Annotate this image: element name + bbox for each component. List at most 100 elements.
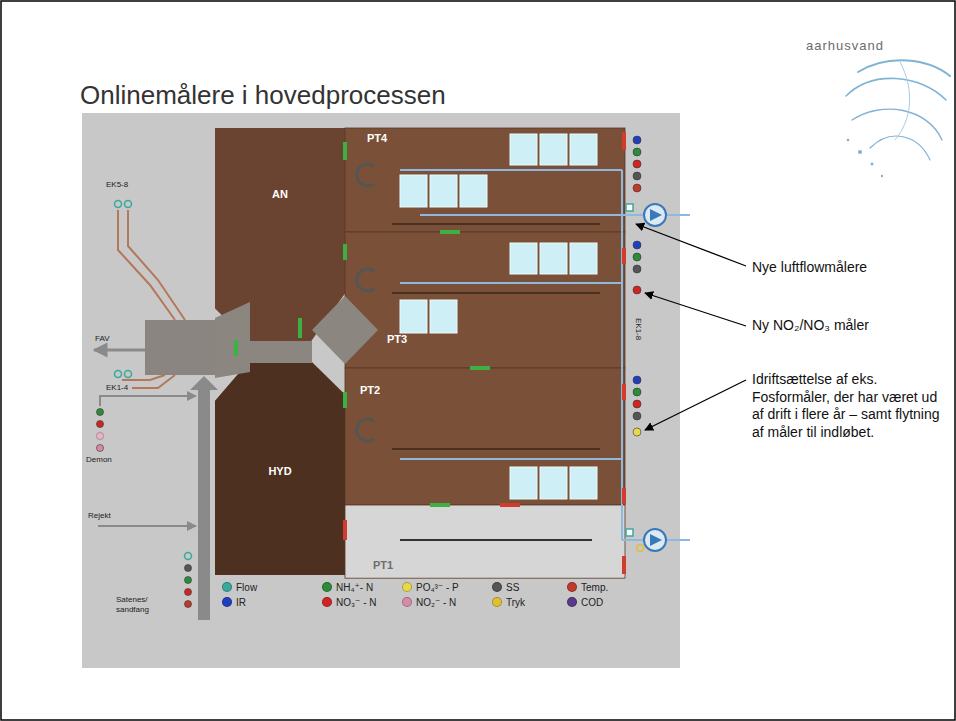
sensor-dots xyxy=(633,148,641,156)
tank-shape xyxy=(345,128,625,232)
baffle-lines xyxy=(400,539,592,541)
label-holder: Nye luftflowmålere xyxy=(752,259,867,277)
opening-markers xyxy=(440,230,460,234)
legend-entry: Temp. xyxy=(567,581,608,593)
opening-markers xyxy=(343,244,347,260)
sensor-dots xyxy=(115,371,122,378)
label-holder: EK1-8 xyxy=(633,318,643,340)
inlet-channel xyxy=(215,302,250,378)
legend-swatch xyxy=(402,597,412,607)
leader-line xyxy=(645,380,746,430)
baffle-lines xyxy=(392,292,600,294)
sensor-dots xyxy=(633,400,641,408)
side-stream-lines xyxy=(98,525,196,527)
legend-entry: PO₄³⁻ - P xyxy=(402,581,459,593)
flow-circulation-symbol xyxy=(357,164,374,186)
legend-entry: IR xyxy=(222,596,246,608)
opening-markers xyxy=(343,520,347,540)
aeration-grid xyxy=(400,134,597,499)
title-holder: Onlinemålere i hovedprocessen xyxy=(80,80,446,111)
opening-markers xyxy=(234,340,238,356)
legend-entry: NH₄⁺- N xyxy=(322,581,373,593)
pipe-label: EK1-8 xyxy=(633,318,643,340)
sensor-dots xyxy=(633,428,641,436)
tank-shape xyxy=(345,505,625,578)
legend-text: NO₃⁻ - N xyxy=(336,597,376,608)
sensor-dots xyxy=(633,388,641,396)
legend-swatch xyxy=(222,597,232,607)
tank-label: PT2 xyxy=(360,384,380,397)
anoxic-tank: AN xyxy=(215,128,345,343)
sensor-dots xyxy=(626,204,633,211)
inflow-arrow xyxy=(190,376,218,620)
baffle-lines xyxy=(392,448,600,450)
blower-symbol xyxy=(650,534,662,546)
legend-entry: Tryk xyxy=(492,596,525,608)
legend-text: PO₄³⁻ - P xyxy=(416,582,459,593)
tank-shape xyxy=(215,360,345,575)
baffle-lines xyxy=(392,223,600,225)
leader-line xyxy=(636,224,746,430)
legend-text: SS xyxy=(506,582,519,593)
water-splash-logo xyxy=(858,150,862,154)
sensor-dots xyxy=(125,371,132,378)
process-tank: PT4 xyxy=(345,128,625,232)
tank-label: PT1 xyxy=(373,559,393,572)
opening-markers xyxy=(470,366,490,370)
blower-symbol xyxy=(650,209,662,221)
sensor-dots xyxy=(633,136,641,144)
legend-entry: COD xyxy=(567,596,603,608)
ek-pipes xyxy=(118,210,175,320)
side-stream-lines xyxy=(100,396,196,406)
aeration-grid xyxy=(510,134,537,165)
air-pipes xyxy=(400,169,622,171)
baffle-lines xyxy=(392,224,600,540)
legend-text: Temp. xyxy=(581,582,608,593)
legend-swatch xyxy=(492,582,502,592)
aeration-grid xyxy=(540,243,567,274)
aeration-grid xyxy=(570,467,597,499)
water-splash-logo xyxy=(846,60,950,177)
opening-markers xyxy=(236,132,624,574)
label-holder: Demon xyxy=(86,455,112,465)
aeration-grid xyxy=(570,134,597,165)
callout-text: Idriftsættelse af eks. Fosformåler, der … xyxy=(752,371,942,441)
sensor-dots xyxy=(633,265,641,273)
process-tank: PT3 xyxy=(345,232,625,368)
sensor-dots xyxy=(115,201,122,208)
leader-line xyxy=(636,224,746,266)
water-splash-logo xyxy=(852,109,942,140)
air-pipes xyxy=(622,214,690,216)
sensor-dots xyxy=(633,412,641,420)
sensor-dots xyxy=(97,445,104,452)
node-outline xyxy=(345,368,625,505)
legend-swatch xyxy=(567,597,577,607)
logo-wordmark: aarhusvand xyxy=(806,38,884,54)
aeration-grid xyxy=(430,300,457,333)
tank-label: PT3 xyxy=(387,333,407,346)
pipe-label: EK5-8 xyxy=(106,180,128,190)
process-tank: PT2 xyxy=(345,368,625,505)
legend-entry: Flow xyxy=(222,581,257,593)
legend-entry: NO₂⁻ - N xyxy=(402,596,456,608)
node-outline xyxy=(345,232,625,368)
fav-outlet-arrow xyxy=(94,350,145,351)
opening-markers xyxy=(430,503,450,507)
inlet-channel xyxy=(145,296,378,378)
flow-circulation-symbol xyxy=(357,164,374,441)
hydrolysis-tank: HYD xyxy=(215,360,345,575)
ek-pipes xyxy=(132,375,175,388)
opening-markers xyxy=(343,142,347,160)
sensor-dots xyxy=(97,433,104,440)
aeration-grid xyxy=(460,175,487,207)
air-pipes xyxy=(420,214,622,216)
inflow-arrow xyxy=(190,376,218,390)
legend-swatch xyxy=(492,597,502,607)
aeration-grid xyxy=(570,243,597,274)
sensor-dots xyxy=(633,160,641,168)
label-holder: aarhusvand xyxy=(806,38,884,54)
stream-label: Demon xyxy=(86,455,112,465)
sensor-dots xyxy=(185,601,192,608)
legend-text: IR xyxy=(236,597,246,608)
